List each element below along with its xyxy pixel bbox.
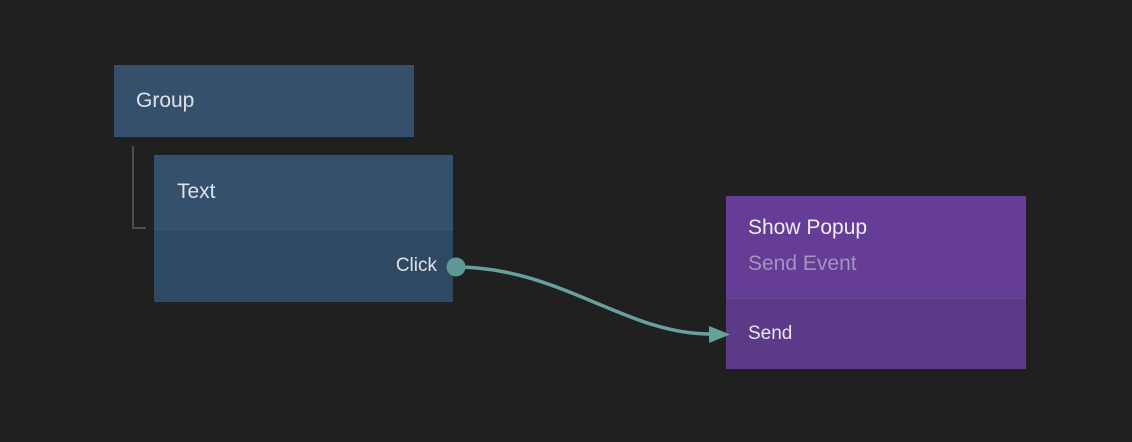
- node-show-popup[interactable]: Show Popup Send Event Send: [726, 196, 1026, 369]
- input-port-send[interactable]: Send: [726, 298, 1026, 369]
- node-group[interactable]: Group: [114, 65, 414, 137]
- output-port-click-label: Click: [395, 255, 437, 276]
- output-port-click[interactable]: Click: [154, 229, 453, 302]
- node-show-popup-header[interactable]: Show Popup Send Event: [726, 196, 1026, 298]
- node-text-header[interactable]: Text: [154, 155, 453, 229]
- node-text-title: Text: [177, 180, 216, 203]
- input-port-send-label: Send: [748, 323, 793, 344]
- hierarchy-connector-vertical: [132, 146, 134, 229]
- connection-curve[interactable]: [454, 265, 712, 336]
- node-group-title: Group: [136, 89, 195, 112]
- node-text[interactable]: Text Click: [154, 155, 453, 302]
- node-show-popup-subtitle: Send Event: [748, 252, 857, 275]
- node-show-popup-title: Show Popup: [748, 216, 868, 239]
- hierarchy-connector-horizontal: [132, 227, 146, 229]
